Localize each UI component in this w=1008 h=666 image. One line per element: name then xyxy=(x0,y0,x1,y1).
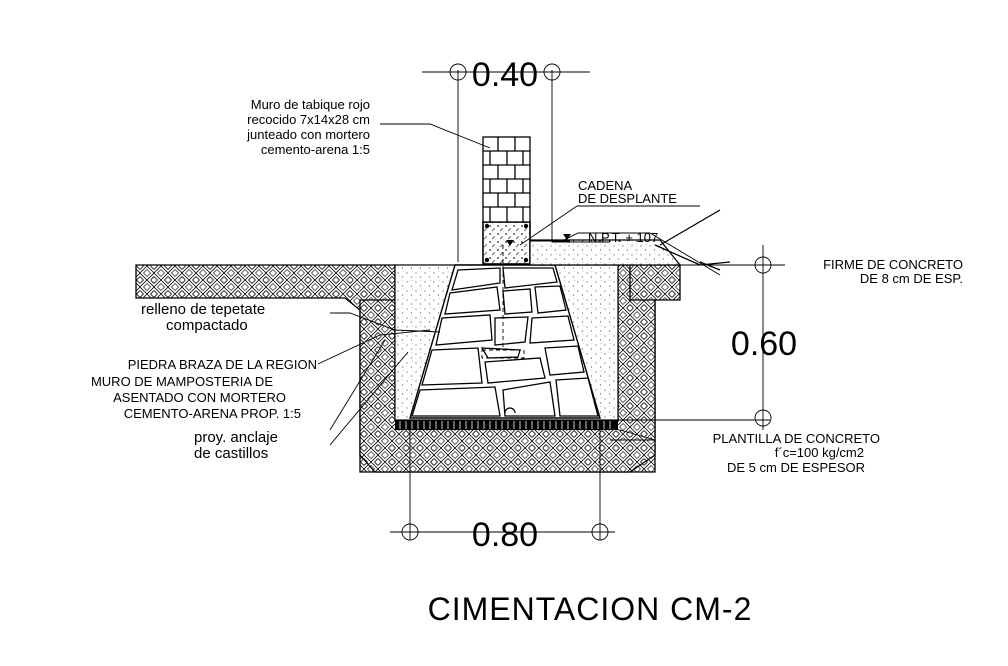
label-cadena-1: CADENA xyxy=(578,178,633,193)
label-anclaje-1: proy. anclaje xyxy=(194,429,278,446)
label-npt: N.P.T. + 107 xyxy=(588,230,658,245)
label-plantilla-1: PLANTILLA DE CONCRETO xyxy=(713,431,880,446)
label-muro-tabique-2: recocido 7x14x28 cm xyxy=(247,112,370,127)
leader-lines xyxy=(317,123,785,446)
label-relleno: relleno de tepetate compactado xyxy=(141,301,265,334)
label-relleno-1: relleno de tepetate xyxy=(141,301,265,318)
masonry-stones xyxy=(411,267,599,417)
label-mamposteria-1: MURO DE MAMPOSTERIA DE xyxy=(91,374,273,389)
label-muro-mamposteria: MURO DE MAMPOSTERIA DE ASENTADO CON MORT… xyxy=(91,374,301,421)
label-muro-tabique-4: cemento-arena 1:5 xyxy=(261,142,370,157)
label-plantilla: PLANTILLA DE CONCRETO f´c=100 kg/cm2 DE … xyxy=(713,431,880,475)
label-firme: FIRME DE CONCRETO DE 8 cm DE ESP. xyxy=(823,257,963,286)
label-muro-tabique-3: junteado con mortero xyxy=(246,127,370,142)
label-relleno-2: compactado xyxy=(166,317,248,334)
masonry-foundation xyxy=(409,264,601,419)
label-firme-1: FIRME DE CONCRETO xyxy=(823,257,963,272)
lean-concrete-hatch xyxy=(399,421,611,429)
npt-marker xyxy=(506,240,514,246)
label-anclaje-2: de castillos xyxy=(194,445,268,462)
label-firme-2: DE 8 cm DE ESP. xyxy=(860,271,963,286)
lean-concrete-layer xyxy=(395,420,618,430)
label-cadena-2: DE DESPLANTE xyxy=(578,191,677,206)
drawing-title: CIMENTACION CM-2 xyxy=(428,591,753,627)
castle-anchor xyxy=(481,245,525,359)
chain-rebars xyxy=(484,223,529,263)
label-muro-tabique: Muro de tabique rojo recocido 7x14x28 cm… xyxy=(246,97,370,157)
dim-top-width: 0.40 xyxy=(472,56,538,94)
label-mamposteria-3: CEMENTO-ARENA PROP. 1:5 xyxy=(124,406,301,421)
label-piedra: PIEDRA BRAZA DE LA REGION xyxy=(128,357,317,372)
label-plantilla-2: f´c=100 kg/cm2 xyxy=(775,445,864,460)
dimension-top xyxy=(422,63,590,81)
label-anclaje: proy. anclaje de castillos xyxy=(194,429,278,462)
label-mamposteria-2: ASENTADO CON MORTERO xyxy=(113,390,286,405)
label-plantilla-3: DE 5 cm DE ESPESOR xyxy=(727,460,865,475)
label-muro-tabique-1: Muro de tabique rojo xyxy=(251,97,370,112)
dimension-base xyxy=(390,523,615,541)
label-cadena: CADENA DE DESPLANTE xyxy=(578,178,677,206)
dim-base-width: 0.80 xyxy=(472,516,538,554)
dim-depth: 0.60 xyxy=(731,325,797,363)
brick-wall xyxy=(482,136,531,223)
